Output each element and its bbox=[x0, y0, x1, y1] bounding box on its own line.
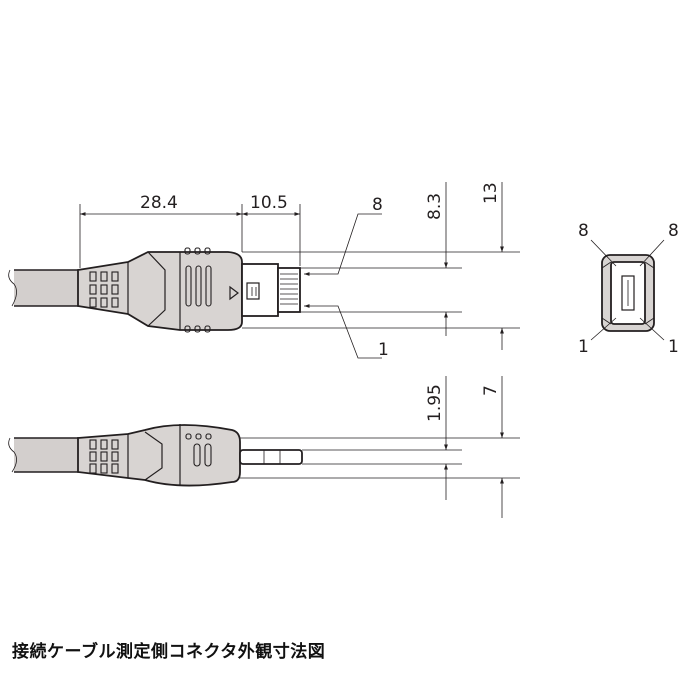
side-cable bbox=[14, 437, 81, 473]
top-boot bbox=[77, 251, 243, 331]
dim-head-width: 8.3 bbox=[425, 193, 445, 220]
side-plug-head bbox=[239, 449, 303, 465]
dim-boot-length: 28.4 bbox=[140, 193, 178, 213]
pin-label-1: 1 bbox=[378, 340, 389, 360]
end-label-top-left: 8 bbox=[578, 221, 589, 241]
dimension-lines-top bbox=[79, 182, 520, 359]
end-label-bottom-left: 1 bbox=[578, 337, 589, 357]
dim-head-thickness: 1.95 bbox=[425, 384, 445, 422]
dim-boot-width: 13 bbox=[481, 182, 501, 204]
end-label-bottom-right: 1 bbox=[668, 337, 679, 357]
pin-label-8: 8 bbox=[372, 195, 383, 215]
top-cable bbox=[14, 269, 81, 307]
top-plug-head bbox=[241, 263, 301, 317]
dimension-lines-side bbox=[240, 376, 520, 518]
end-label-top-right: 8 bbox=[668, 221, 679, 241]
dim-boot-thickness: 7 bbox=[481, 385, 501, 396]
side-boot bbox=[77, 424, 241, 487]
side-view bbox=[8, 424, 303, 487]
end-view bbox=[590, 239, 665, 341]
dim-head-length: 10.5 bbox=[250, 193, 288, 213]
top-view bbox=[8, 247, 301, 333]
figure-caption: 接続ケーブル測定側コネクタ外観寸法図 bbox=[12, 642, 326, 662]
